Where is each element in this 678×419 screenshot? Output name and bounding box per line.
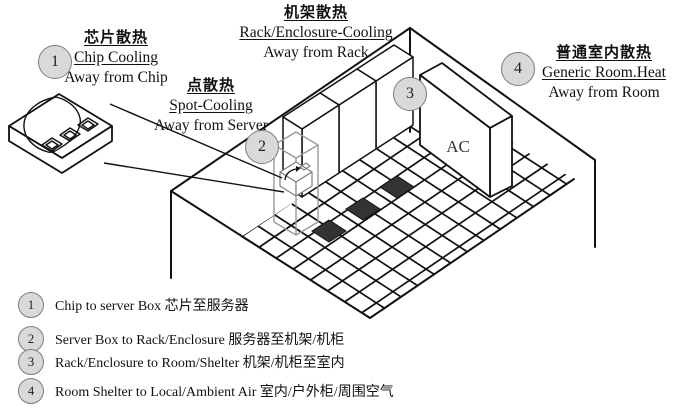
leader-lines [103, 103, 285, 193]
heading-spot-sub: Away from Server [154, 117, 268, 134]
rack-row [282, 44, 414, 198]
chip-lid-outline [23, 96, 81, 153]
ac-unit [419, 62, 513, 198]
legend-text-4: Room Shelter to Local/Ambient Air 室内/户外柜… [55, 385, 394, 400]
callout-circle-2: 2 [245, 130, 279, 164]
heading-rack-cooling: 机架散热 Rack/Enclosure-Cooling Away from Ra… [239, 3, 392, 63]
heading-spot-en: Spot-Cooling [169, 97, 253, 114]
legend-text-3: Rack/Enclosure to Room/Shelter 机架/机柜至室内 [55, 356, 345, 371]
heading-room-sub: Away from Room [548, 84, 660, 101]
heading-room-heat: 普通室内散热 Generic Room.Heat Away from Room [542, 43, 666, 103]
heading-chip-cooling: 芯片散热 Chip Cooling Away from Chip [64, 28, 168, 88]
legend-num-2: 2 [27, 331, 35, 346]
chip-dies [23, 96, 99, 153]
legend-num-4: 4 [27, 383, 35, 398]
chip-board [8, 93, 113, 174]
room-outline [170, 27, 596, 319]
heading-spot-zh: 点散热 [186, 78, 235, 94]
legend-item-1: 1 Chip to server Box 芯片至服务器 [18, 292, 249, 318]
legend-num-1: 1 [27, 297, 35, 312]
legend-circle-3: 3 [18, 349, 44, 375]
heading-rack-en: Rack/Enclosure-Cooling [239, 24, 393, 41]
callout-num-2: 2 [258, 138, 266, 155]
heading-chip-zh: 芯片散热 [83, 30, 148, 46]
callout-circle-3: 3 [393, 77, 427, 111]
ac-label: AC [446, 137, 470, 156]
heading-chip-en: Chip Cooling [74, 49, 158, 66]
legend-item-4: 4 Room Shelter to Local/Ambient Air 室内/户… [18, 378, 394, 404]
server-box-arrowhead [296, 166, 301, 172]
legend-text-2: Server Box to Rack/Enclosure 服务器至机架/机柜 [55, 333, 345, 348]
legend-item-2: 2 Server Box to Rack/Enclosure 服务器至机架/机柜 [18, 326, 344, 352]
callout-num-3: 3 [406, 85, 414, 102]
dark-floor-tiles [311, 175, 415, 243]
legend-circle-4: 4 [18, 378, 44, 404]
heading-rack-sub: Away from Rack [263, 44, 369, 61]
heading-spot-cooling: 点散热 Spot-Cooling Away from Server [154, 76, 268, 136]
heading-rack-zh: 机架散热 [283, 5, 348, 21]
callout-num-4: 4 [514, 60, 522, 77]
callout-circle-1: 1 [38, 45, 72, 79]
server-box-arrow [284, 168, 297, 181]
legend-text-1: Chip to server Box 芯片至服务器 [55, 299, 249, 314]
heading-room-zh: 普通室内散热 [555, 45, 652, 61]
heading-room-en: Generic Room.Heat [542, 64, 666, 81]
legend-item-3: 3 Rack/Enclosure to Room/Shelter 机架/机柜至室… [18, 349, 345, 375]
legend-circle-2: 2 [18, 326, 44, 352]
heading-chip-sub: Away from Chip [64, 69, 168, 86]
callout-circle-4: 4 [501, 52, 535, 86]
legend-circle-1: 1 [18, 292, 44, 318]
legend-num-3: 3 [27, 354, 35, 369]
callout-num-1: 1 [51, 53, 59, 70]
